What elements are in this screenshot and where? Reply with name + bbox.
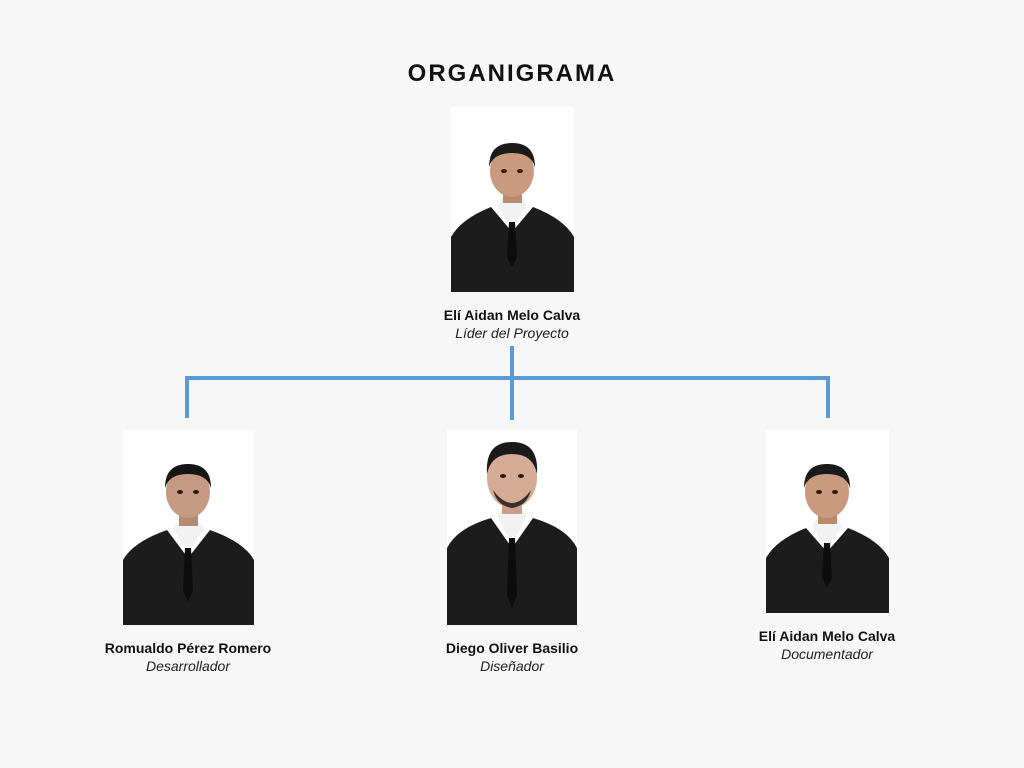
portrait-icon: [765, 464, 889, 613]
connector-drop-left: [185, 376, 189, 418]
connector-horizontal: [185, 376, 830, 380]
leader-card: Elí Aidan Melo Calva Líder del Proyecto: [412, 107, 612, 342]
member-card: Diego Oliver Basilio Diseñador: [412, 430, 612, 675]
member-photo: [122, 430, 254, 625]
member-photo: [447, 430, 577, 625]
member-name: Elí Aidan Melo Calva: [758, 628, 896, 644]
portrait-icon: [122, 464, 254, 625]
connector-vertical-top: [510, 346, 514, 380]
portrait-icon: [450, 143, 574, 292]
connector-drop-center: [510, 376, 514, 420]
leader-name: Elí Aidan Melo Calva: [443, 307, 581, 323]
connector-drop-right: [826, 376, 830, 418]
portrait-icon: [447, 442, 577, 625]
leader-photo: [450, 107, 574, 292]
member-name: Romualdo Pérez Romero: [104, 640, 272, 656]
member-name: Diego Oliver Basilio: [445, 640, 579, 656]
member-role: Documentador: [781, 646, 873, 662]
member-photo: [765, 430, 889, 613]
member-card: Elí Aidan Melo Calva Documentador: [727, 430, 927, 663]
page-title: ORGANIGRAMA: [407, 60, 617, 87]
member-card: Romualdo Pérez Romero Desarrollador: [88, 430, 288, 675]
member-role: Diseñador: [480, 658, 544, 674]
leader-role: Líder del Proyecto: [455, 325, 569, 341]
member-role: Desarrollador: [145, 658, 231, 674]
